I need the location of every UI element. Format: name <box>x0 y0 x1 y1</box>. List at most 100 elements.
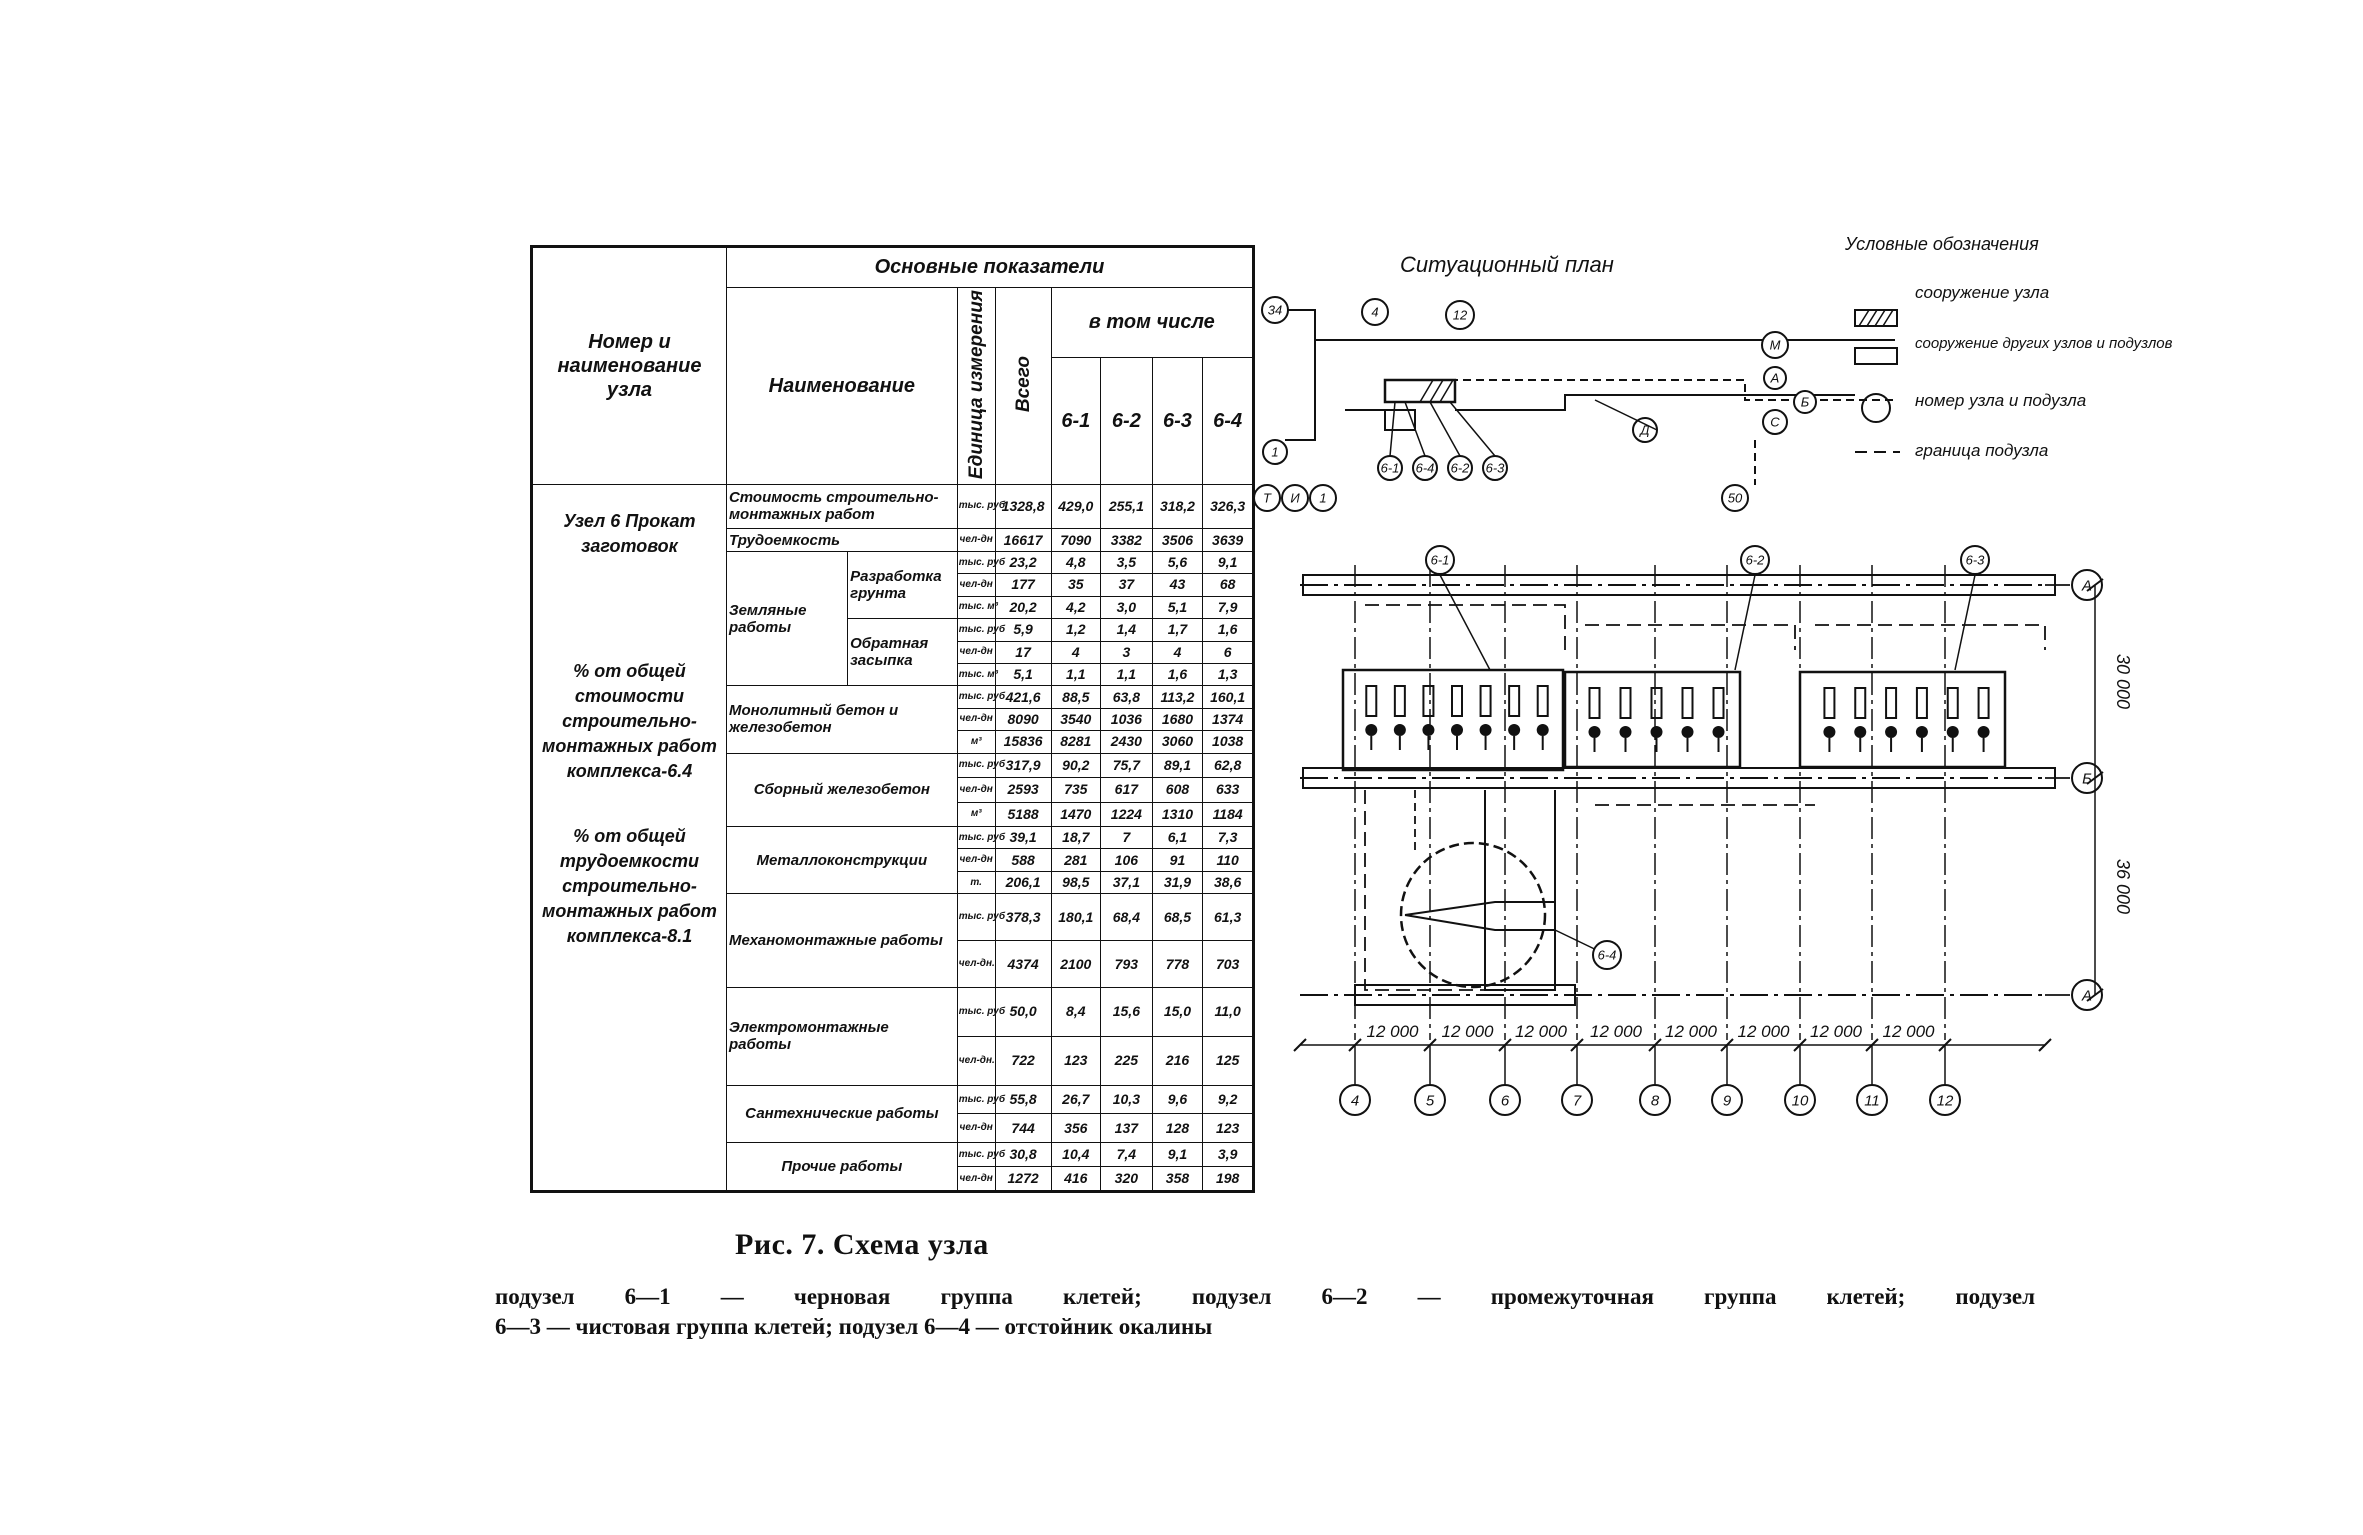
cell-6-2: 3,5 <box>1100 550 1153 575</box>
subnode-label: 6-2 <box>1746 553 1766 568</box>
column-axis-label: 9 <box>1723 1092 1732 1109</box>
row-unit: чел-дн <box>956 528 996 552</box>
cell-6-1: 35 <box>1050 573 1102 597</box>
cell-6-2: 1,4 <box>1100 618 1153 642</box>
cell-6-4: 9,1 <box>1202 550 1254 575</box>
stand-base <box>1946 726 1959 738</box>
stand-base <box>1479 724 1492 736</box>
cell-6-4: 38,6 <box>1202 870 1254 895</box>
column-axis-label: 6 <box>1501 1092 1510 1109</box>
cell-6-4: 125 <box>1202 1035 1254 1086</box>
legend-item-boundary: граница подузла <box>1915 441 2048 460</box>
cell-6-4: 9,2 <box>1202 1084 1254 1115</box>
row-unit: тыс. руб <box>956 483 1005 530</box>
cell-6-3: 216 <box>1151 1035 1204 1086</box>
cell-6-3: 358 <box>1151 1166 1204 1192</box>
cell-6-2: 106 <box>1100 848 1153 872</box>
cell-6-1: 7090 <box>1050 528 1102 552</box>
cell-6-1: 1,1 <box>1050 662 1102 687</box>
cell-total: 5188 <box>994 801 1052 827</box>
situation-label: 6-2 <box>1451 461 1471 476</box>
table-row: чел-дн 588 281 106 91 110 <box>532 848 1254 872</box>
situation-label: 1 <box>1271 445 1278 460</box>
stand-base <box>1393 724 1406 736</box>
situation-label: 6-3 <box>1486 461 1506 476</box>
row-unit: чел-дн. <box>956 940 996 988</box>
stand-base <box>1977 726 1990 738</box>
stand <box>1823 687 1836 719</box>
cell-6-3: 318,2 <box>1151 483 1204 530</box>
dimension-vertical: 30 000 <box>2113 654 2133 709</box>
stand-base <box>1619 726 1632 738</box>
cell-6-2: 1,1 <box>1100 662 1153 687</box>
leader-line <box>1439 574 1491 671</box>
figure-caption: Рис. 7. Схема узла <box>735 1228 989 1261</box>
cell-6-3: 1310 <box>1151 801 1204 827</box>
cell-total: 20,2 <box>994 595 1052 620</box>
node-description: Узел 6 Прокат заготовок % от общей стоим… <box>531 483 727 1193</box>
cell-6-2: 225 <box>1100 1035 1153 1086</box>
cell-6-1: 18,7 <box>1050 825 1102 850</box>
cell-6-4: 123 <box>1202 1113 1254 1143</box>
stand-base <box>1681 726 1694 738</box>
cell-total: 17 <box>994 640 1052 664</box>
cell-6-2: 3382 <box>1100 528 1153 552</box>
situation-label: 12 <box>1453 308 1468 323</box>
stand <box>1365 685 1378 717</box>
tank-channel <box>1404 901 1556 931</box>
table-row: Механомонтажные работы тыс. руб 378,3 18… <box>532 893 1254 988</box>
cell-6-2: 68,4 <box>1100 893 1153 942</box>
situation-label: Д <box>1638 423 1649 438</box>
legend-title: Условные обозначения <box>1844 234 2039 254</box>
cell-total: 4374 <box>994 940 1052 988</box>
situation-label: 50 <box>1728 491 1743 506</box>
row-name: Трудоемкость <box>725 528 958 552</box>
row-unit: чел-дн <box>956 848 996 872</box>
cell-6-4: 61,3 <box>1202 893 1254 942</box>
column-axis-label-circle <box>1929 1084 1961 1116</box>
boundary-line <box>1585 624 1796 650</box>
group-sant: Сантехнические работы <box>725 1084 958 1143</box>
situation-label: А <box>1770 371 1780 386</box>
cell-6-3: 15,0 <box>1151 987 1204 1037</box>
row-unit: тыс. руб <box>956 685 1005 709</box>
cell-6-1: 1470 <box>1050 801 1102 827</box>
stand <box>1977 687 1990 719</box>
group-other: Прочие работы <box>725 1141 958 1193</box>
subnode-code-row: 6-1 6-2 6-3 6-4 <box>532 356 1254 485</box>
stand-group <box>1563 670 1742 769</box>
column-axis-label-circle <box>1639 1084 1671 1116</box>
cell-6-2: 63,8 <box>1100 685 1153 709</box>
cell-6-1: 90,2 <box>1050 752 1102 779</box>
dimension-horizontal: 12 000 <box>1883 1022 1936 1041</box>
cell-6-4: 11,0 <box>1202 987 1254 1037</box>
column-axis-label-circle <box>1561 1084 1593 1116</box>
subnode-label: 6-1 <box>1431 553 1450 568</box>
settling-tank <box>1399 841 1547 989</box>
leader-line <box>1954 574 1976 671</box>
legend-item-number: номер узла и подузла <box>1915 391 2086 410</box>
subnode-label-circle <box>1960 545 1990 575</box>
cell-6-4: 3,9 <box>1202 1141 1254 1168</box>
row-unit: чел-дн <box>956 707 996 732</box>
cell-6-2: 2430 <box>1100 730 1153 754</box>
cell-6-1: 356 <box>1050 1113 1102 1143</box>
group-mono: Монолитный бетон и железобетон <box>725 685 958 754</box>
stand-base <box>1588 726 1601 738</box>
cell-6-1: 3540 <box>1050 707 1102 732</box>
stand <box>1885 687 1898 719</box>
table-row: чел-дн 1272 416 320 358 198 <box>532 1166 1254 1192</box>
cell-total: 50,0 <box>994 987 1052 1037</box>
row-name: Стоимость строительно-монтажных работ <box>725 483 958 530</box>
other-structure-icon <box>1854 347 1898 365</box>
cell-6-1: 98,5 <box>1050 870 1102 895</box>
stand-base <box>1885 726 1898 738</box>
stand-base <box>1823 726 1836 738</box>
cell-6-1: 2100 <box>1050 940 1102 988</box>
cell-total: 15836 <box>994 730 1052 754</box>
situation-label-circle <box>1761 331 1789 359</box>
dimension-horizontal: 12 000 <box>1590 1022 1643 1041</box>
situation-label-circle <box>1721 484 1749 512</box>
stand-group <box>1798 670 2007 769</box>
table-row: Узел 6 Прокат заготовок % от общей стоим… <box>531 483 1254 1193</box>
